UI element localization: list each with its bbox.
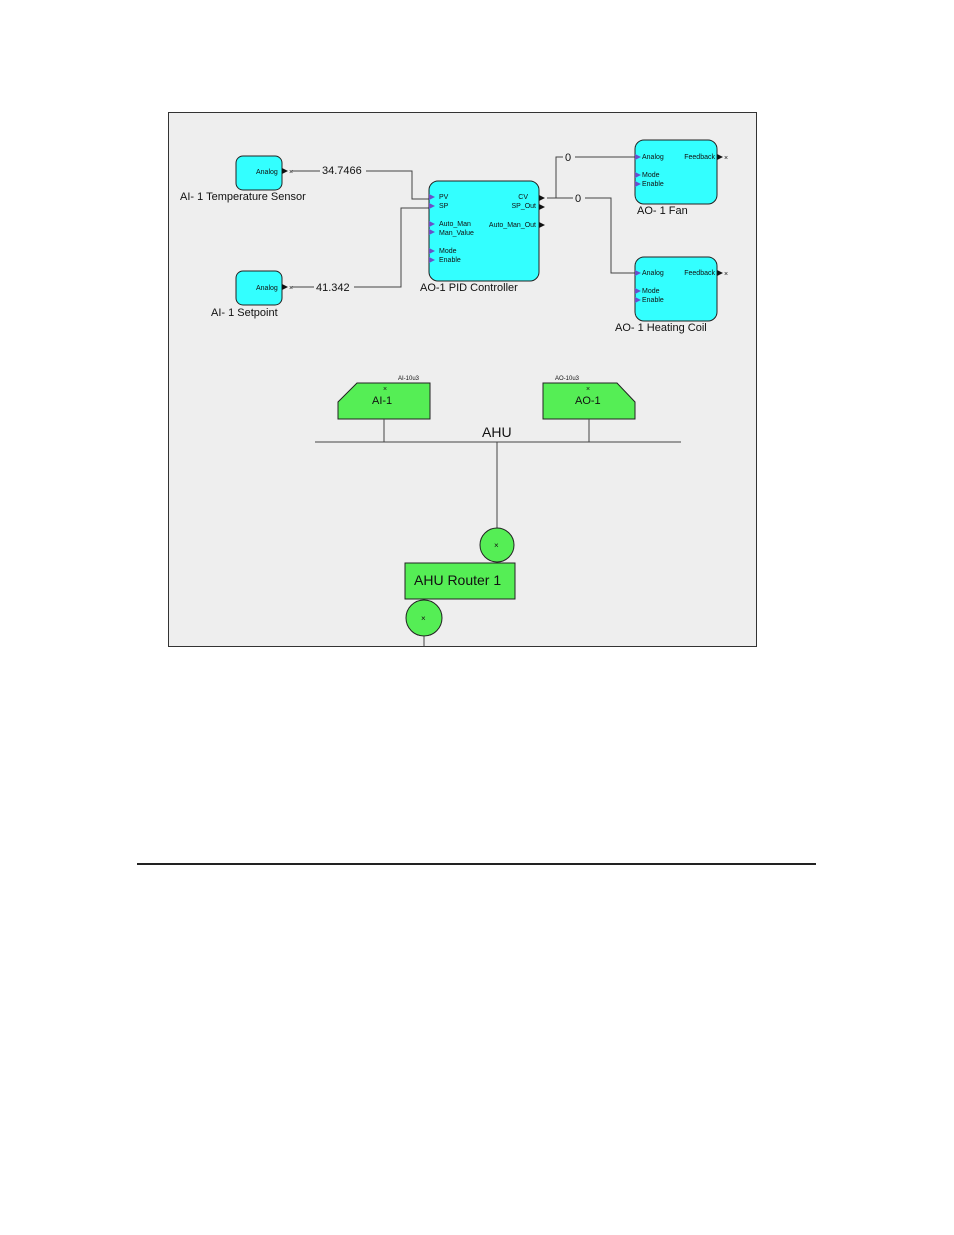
ao-fan-block[interactable]: Analog Mode Enable Feedback × AO- 1 Fan (634, 139, 728, 217)
pid-input-enable: Enable (439, 257, 461, 264)
ao-module[interactable]: AO-10u3 × AO-1 (542, 376, 636, 442)
wire-cv-to-fan (547, 156, 635, 199)
pid-input-man-value: Man_Value (439, 230, 474, 237)
input-port-icon[interactable] (429, 203, 435, 209)
ai-module[interactable]: AI-10u3 × AI-1 (337, 376, 431, 442)
input-port-icon[interactable] (429, 229, 435, 235)
output-port-icon[interactable] (717, 270, 723, 276)
ahu-bus-label: AHU (482, 424, 512, 440)
ao-module-body[interactable] (542, 382, 636, 420)
value-bg (320, 164, 366, 177)
ao-heating-input-enable: Enable (642, 297, 664, 304)
ao-heating-coil-block[interactable]: Analog Mode Enable Feedback × AO- 1 Heat… (615, 256, 728, 334)
ai-temperature-sensor-value: 34.7466 (322, 165, 362, 177)
ahu-router[interactable]: AHU Router 1 (404, 562, 516, 600)
ao-heating-value: 0 (575, 193, 581, 205)
module-x-icon: × (383, 386, 387, 393)
ao-fan-output-feedback: Feedback (684, 154, 715, 161)
ao-heating-coil-label: AO- 1 Heating Coil (615, 322, 707, 334)
wire-cv-to-heating (547, 197, 635, 274)
input-port-icon[interactable] (635, 181, 641, 187)
pid-output-sp-out: SP_Out (511, 203, 536, 210)
ao-heating-output-feedback: Feedback (684, 270, 715, 277)
output-port-icon[interactable] (539, 195, 545, 201)
output-port-icon[interactable] (282, 284, 288, 290)
value-bg (573, 192, 585, 204)
ao-fan-input-analog: Analog (642, 154, 664, 161)
ao-module-type: AO-10u3 (555, 376, 580, 382)
input-port-icon[interactable] (635, 270, 641, 276)
port-x-icon: × (724, 271, 728, 278)
input-port-icon[interactable] (635, 288, 641, 294)
ao-heating-input-mode: Mode (642, 288, 660, 295)
ao-fan-value: 0 (565, 152, 571, 164)
output-port-icon[interactable] (539, 204, 545, 210)
pid-input-sp: SP (439, 203, 449, 210)
ao-fan-input-enable: Enable (642, 181, 664, 188)
pid-output-auto-man-out: Auto_Man_Out (489, 222, 536, 229)
ai-temperature-sensor-port-label: Analog (256, 169, 278, 176)
module-x-icon: × (586, 386, 590, 393)
pid-controller-block[interactable]: PV SP Auto_Man Man_Value Mode Enable CV … (420, 180, 545, 294)
pid-output-ports: CV SP_Out Auto_Man_Out (489, 194, 545, 229)
ao-fan-input-mode: Mode (642, 172, 660, 179)
pid-input-pv: PV (439, 194, 449, 201)
output-port-icon[interactable] (717, 154, 723, 160)
port-x-icon: × (494, 541, 499, 550)
ahu-router-body[interactable] (404, 562, 516, 600)
port-x-icon: × (421, 614, 426, 623)
pid-output-cv: CV (518, 194, 528, 201)
port-x-icon: × (289, 285, 293, 292)
ai-setpoint-port-label: Analog (256, 285, 278, 292)
network-section: AHU AI-10u3 × AI-1 AO-10u3 × AO-1 × AHU … (315, 376, 681, 646)
value-bg (563, 151, 575, 163)
pid-input-auto-man: Auto_Man (439, 221, 471, 228)
logic-diagram: Analog × 34.7466 AI- 1 Temperature Senso… (180, 139, 728, 646)
ai-setpoint-value: 41.342 (316, 282, 350, 294)
value-bg (314, 280, 354, 293)
port-x-icon: × (289, 169, 293, 176)
wire-setpoint-to-sp (292, 207, 429, 288)
ao-module-name: AO-1 (575, 395, 601, 407)
input-port-icon[interactable] (635, 154, 641, 160)
ai-module-type: AI-10u3 (398, 376, 420, 382)
router-port-top-icon[interactable] (479, 527, 515, 563)
input-port-icon[interactable] (429, 194, 435, 200)
input-port-icon[interactable] (635, 297, 641, 303)
port-x-icon: × (724, 155, 728, 162)
output-port-icon[interactable] (282, 168, 288, 174)
ahu-router-label: AHU Router 1 (414, 572, 501, 588)
page-divider (137, 863, 816, 865)
ai-setpoint-block[interactable]: Analog × 41.342 AI- 1 Setpoint (211, 270, 354, 319)
ai-setpoint-label: AI- 1 Setpoint (211, 307, 278, 319)
input-port-icon[interactable] (635, 172, 641, 178)
ai-module-name: AI-1 (372, 395, 392, 407)
ao-fan-label: AO- 1 Fan (637, 205, 688, 217)
input-port-icon[interactable] (429, 248, 435, 254)
ao-heating-input-analog: Analog (642, 270, 664, 277)
pid-controller-label: AO-1 PID Controller (420, 282, 518, 294)
output-port-icon[interactable] (539, 222, 545, 228)
logic-diagram-frame: Analog × 34.7466 AI- 1 Temperature Senso… (168, 112, 757, 647)
pid-input-mode: Mode (439, 248, 457, 255)
input-port-icon[interactable] (429, 257, 435, 263)
input-port-icon[interactable] (429, 221, 435, 227)
pid-input-ports: PV SP Auto_Man Man_Value Mode Enable (429, 194, 474, 264)
ai-temperature-sensor-label: AI- 1 Temperature Sensor (180, 191, 306, 203)
ai-temperature-sensor-block[interactable]: Analog × 34.7466 AI- 1 Temperature Senso… (180, 155, 366, 203)
